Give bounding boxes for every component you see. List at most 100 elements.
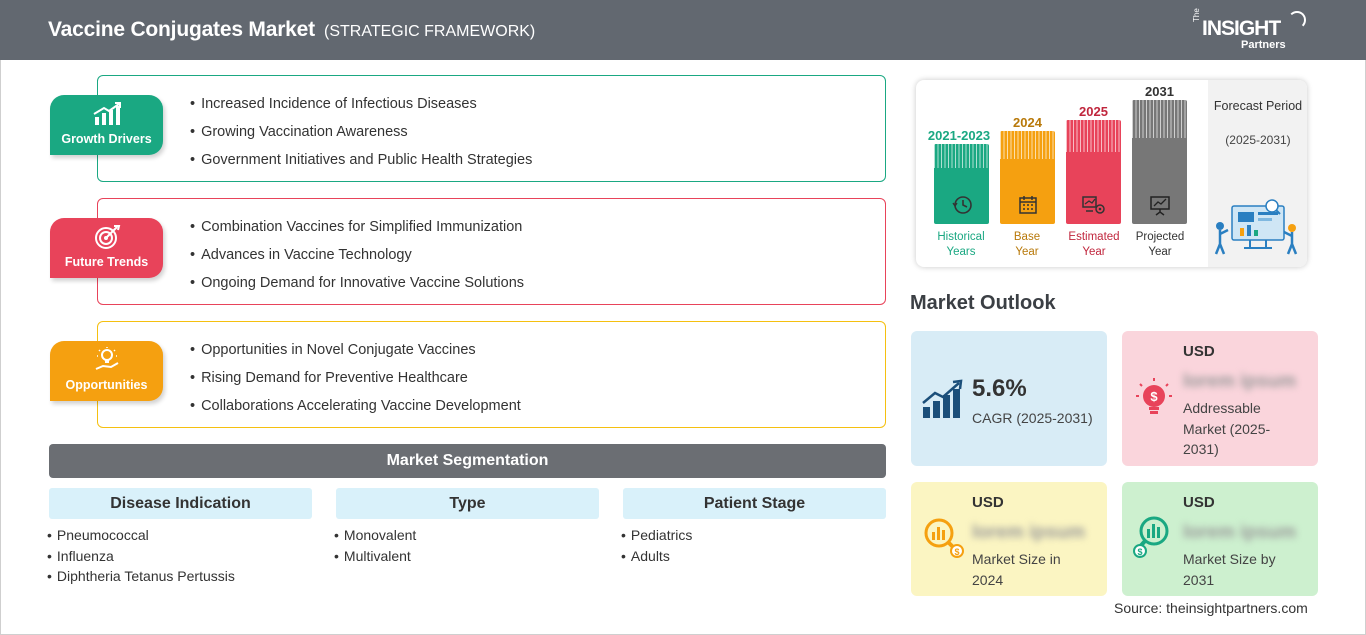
bar-estimated xyxy=(1066,120,1121,224)
caption-historical-line1: Historical xyxy=(937,231,985,243)
opportunities-label: Opportunities xyxy=(65,378,148,392)
future-trends-list: Combination Vaccines for Simplified Immu… xyxy=(190,218,524,302)
logo-the: The xyxy=(1192,8,1201,22)
forecast-period-title: Forecast Period xyxy=(1213,99,1303,113)
addressable-market-usd: USD xyxy=(1183,343,1215,360)
list-item: Pneumococcal xyxy=(47,526,235,547)
segment-header-disease-indication: Disease Indication xyxy=(49,488,312,519)
estimate-gear-icon xyxy=(1066,194,1121,216)
addressable-market-value: lorem ipsum xyxy=(1183,371,1296,392)
list-item: Increased Incidence of Infectious Diseas… xyxy=(190,95,532,123)
segment-header-type: Type xyxy=(336,488,599,519)
market-size-2031-value: lorem ipsum xyxy=(1183,522,1296,543)
dollar-lightbulb-icon: $ xyxy=(1131,375,1177,421)
bar-historical xyxy=(934,144,989,224)
list-item: Pediatrics xyxy=(621,526,692,547)
year-label-historical: 2021-2023 xyxy=(927,128,991,143)
year-label-base: 2024 xyxy=(1013,115,1042,130)
logo-insight: INSIGHT xyxy=(1202,17,1281,40)
target-icon xyxy=(50,224,163,250)
list-item: Advances in Vaccine Technology xyxy=(190,246,524,274)
cagr-value: 5.6% xyxy=(972,375,1027,402)
market-segmentation-header: Market Segmentation xyxy=(49,444,886,478)
caption-estimated-line2: Year xyxy=(1082,246,1106,258)
market-size-2024-usd: USD xyxy=(972,494,1004,511)
calendar-icon xyxy=(1000,194,1055,216)
opportunities-list: Opportunities in Novel Conjugate Vaccine… xyxy=(190,341,521,425)
cagr-card: 5.6% CAGR (2025-2031) xyxy=(911,331,1107,466)
presentation-chart-icon xyxy=(1132,194,1187,216)
bar-stripes xyxy=(934,144,989,168)
insight-partners-logo[interactable]: The INSIGHT Partners xyxy=(1188,8,1318,53)
future-trends-box: Combination Vaccines for Simplified Immu… xyxy=(97,198,886,305)
list-item: Collaborations Accelerating Vaccine Deve… xyxy=(190,397,521,425)
list-item: Rising Demand for Preventive Healthcare xyxy=(190,369,521,397)
caption-base-line2: Year xyxy=(1015,246,1039,258)
growth-drivers-badge: Growth Drivers xyxy=(50,95,163,155)
list-item: Influenza xyxy=(47,547,235,568)
market-size-2031-usd: USD xyxy=(1183,494,1215,511)
future-trends-label: Future Trends xyxy=(64,255,149,269)
svg-text:$: $ xyxy=(1137,547,1142,557)
caption-projected-line1: Projected xyxy=(1135,231,1185,243)
logo-arc-icon xyxy=(1288,11,1306,29)
patient-stage-list: Pediatrics Adults xyxy=(621,526,692,567)
opportunities-badge: Opportunities xyxy=(50,341,163,401)
opportunities-box: Opportunities in Novel Conjugate Vaccine… xyxy=(97,321,886,428)
list-item: Multivalent xyxy=(334,547,416,568)
addressable-market-card: $ USD lorem ipsum Addressable Market (20… xyxy=(1122,331,1318,466)
history-icon xyxy=(934,194,989,216)
caption-historical-line2: Years xyxy=(946,246,976,258)
bar-stripes xyxy=(1132,100,1187,138)
market-size-2031-label: Market Size by 2031 xyxy=(1183,551,1276,588)
market-size-2031-card: $ USD lorem ipsum Market Size by 2031 xyxy=(1122,482,1318,596)
growth-drivers-list: Increased Incidence of Infectious Diseas… xyxy=(190,95,532,179)
disease-indication-list: Pneumococcal Influenza Diphtheria Tetanu… xyxy=(47,526,235,588)
market-outlook-title: Market Outlook xyxy=(910,292,1056,314)
caption-estimated: Estimated Year xyxy=(1060,230,1128,260)
market-size-2024-card: $ USD lorem ipsum Market Size in 2024 xyxy=(911,482,1107,596)
list-item: Monovalent xyxy=(334,526,416,547)
list-item: Opportunities in Novel Conjugate Vaccine… xyxy=(190,341,521,369)
caption-historical: Historical Years xyxy=(923,230,999,260)
magnifier-chart-icon: $ xyxy=(920,514,966,560)
svg-text:$: $ xyxy=(954,547,959,557)
page-title: Vaccine Conjugates Market xyxy=(48,18,315,41)
list-item: Ongoing Demand for Innovative Vaccine So… xyxy=(190,274,524,302)
bar-stripes xyxy=(1000,131,1055,159)
growth-drivers-label: Growth Drivers xyxy=(61,132,152,146)
forecast-period-range: (2025-2031) xyxy=(1225,133,1291,147)
bar-base xyxy=(1000,131,1055,224)
type-list: Monovalent Multivalent xyxy=(334,526,416,567)
list-item: Combination Vaccines for Simplified Immu… xyxy=(190,218,524,246)
list-item: Government Initiatives and Public Health… xyxy=(190,151,532,179)
list-item: Adults xyxy=(621,547,692,568)
growth-drivers-box: Increased Incidence of Infectious Diseas… xyxy=(97,75,886,182)
caption-base-line1: Base xyxy=(1013,231,1041,243)
cagr-label: CAGR (2025-2031) xyxy=(972,410,1093,426)
page-subtitle: (STRATEGIC FRAMEWORK) xyxy=(324,23,536,40)
growth-chart-icon xyxy=(50,101,163,127)
analyst-dashboard-illustration-icon xyxy=(1210,198,1302,261)
list-item: Growing Vaccination Awareness xyxy=(190,123,532,151)
caption-base: Base Year xyxy=(996,230,1058,260)
bar-projected xyxy=(1132,100,1187,224)
year-label-projected: 2031 xyxy=(1145,84,1174,99)
market-size-2024-value: lorem ipsum xyxy=(972,522,1085,543)
growth-bars-icon xyxy=(920,376,966,422)
caption-estimated-line1: Estimated xyxy=(1068,231,1120,243)
source-link[interactable]: Source: theinsightpartners.com xyxy=(1114,600,1308,616)
caption-projected-line2: Year xyxy=(1148,246,1172,258)
magnifier-bars-icon: $ xyxy=(1131,514,1177,560)
segment-header-patient-stage: Patient Stage xyxy=(623,488,886,519)
addressable-market-label: Addressable Market (2025-2031) xyxy=(1183,400,1271,457)
logo-partners: Partners xyxy=(1241,39,1286,51)
list-item: Diphtheria Tetanus Pertussis xyxy=(47,567,235,588)
future-trends-badge: Future Trends xyxy=(50,218,163,278)
svg-text:$: $ xyxy=(1150,389,1158,404)
market-size-2024-label: Market Size in 2024 xyxy=(972,551,1061,588)
header-bar: Vaccine Conjugates Market (STRATEGIC FRA… xyxy=(0,0,1366,60)
timeline-panel: 2021-2023 Historical Years 2024 Base Yea… xyxy=(916,80,1307,267)
caption-projected: Projected Year xyxy=(1126,230,1194,260)
year-label-estimated: 2025 xyxy=(1079,104,1108,119)
